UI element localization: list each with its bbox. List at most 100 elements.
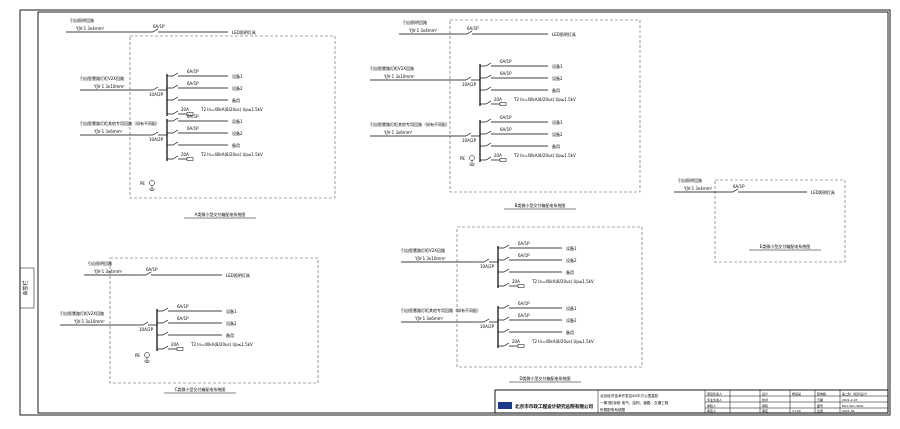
branch-load: 设备1: [232, 118, 243, 124]
pe-label: PE: [140, 181, 145, 186]
breaker-contact: [485, 142, 492, 147]
tb-cell-3: 审定人: [707, 408, 716, 413]
tb-cell-11: 比例: [817, 408, 823, 413]
breaker-contact: [162, 331, 169, 336]
tb-cell-9: 日期: [817, 397, 823, 402]
breaker-contact: [485, 156, 492, 161]
spd-icon: [499, 102, 507, 106]
enclosure-boundary: [449, 19, 641, 193]
diagram-title: D类微小型交付箱配电系统图: [519, 375, 570, 381]
branch-load: 备用: [566, 269, 574, 275]
project-line-1: 北京经济技术开发区80平方公里高阶: [600, 393, 659, 398]
feeder-label: 引自照明回路: [678, 177, 702, 183]
branch-load: 备用: [552, 143, 560, 149]
breaker-contact: [503, 268, 510, 273]
tb-cell-7: 审定: [762, 408, 768, 413]
spd-spec: T2 In=40kA(8/20us) Up≤1.5kV: [531, 279, 594, 284]
tb-value-1: 第二阶（初步设计）: [842, 391, 869, 396]
breaker-contact: [162, 319, 169, 324]
tb-value-5: 2021-04: [842, 409, 855, 413]
breaker-contact: [162, 345, 169, 350]
branch-breaker: 6A/1P: [500, 59, 512, 64]
tb-cell-5: 校对: [762, 397, 768, 402]
feeder-load: LED照明灯具: [552, 31, 576, 37]
tb-cell-10: 图号: [817, 403, 823, 408]
branch-load: 设备1: [232, 73, 243, 79]
branch-breaker: 6A/1P: [187, 81, 199, 86]
branch-load: 设备1: [226, 308, 237, 314]
branch-load: 备用: [232, 142, 240, 148]
main-breaker: 10A/2P: [149, 92, 164, 97]
spd-spec: T2 In=40kA(8/20us) Up≤1.5kV: [190, 342, 253, 347]
spd-spec: T2 In=40kA(8/20us) Up≤1.5kV: [200, 152, 263, 157]
branch-breaker: 6A/1P: [500, 127, 512, 132]
branch-breaker: 6A/1P: [518, 313, 530, 318]
pe-terminal-icon: [149, 180, 155, 186]
spd-spec: T2 In=40kA(8/20us) Up≤1.5kV: [200, 107, 263, 112]
breaker-contact: [485, 100, 492, 105]
branch-load: 设备2: [232, 130, 243, 136]
outer-frame: [19, 9, 891, 416]
breaker-contact: [172, 110, 179, 115]
spd-spec: T2 In=40kA(8/20us) Up≤1.5kV: [513, 97, 576, 102]
project-line-2: 一期 图(标段 电气、结构、道路、交通工程: [600, 400, 669, 405]
pe-terminal-icon: [144, 352, 150, 358]
feeder-cable: YJV-1 3x4mm²: [93, 269, 123, 274]
branch-breaker: 6A/1P: [187, 114, 199, 119]
breaker-contact: [172, 84, 179, 89]
tb-cell-6: 审核: [762, 403, 768, 408]
breaker-contact: [172, 129, 179, 134]
side-tab-label: 会签栏: [22, 280, 29, 295]
breaker-contact: [172, 155, 179, 160]
diagram-title: A类微小型交付箱配电系统图: [195, 211, 246, 217]
spd-breaker: 20A: [181, 107, 189, 112]
breaker-contact: [483, 258, 490, 263]
branch-load: 备用: [552, 87, 560, 93]
branch-load: 设备2: [552, 131, 563, 137]
breaker-contact: [485, 130, 492, 135]
breaker-contact: [162, 307, 169, 312]
group-cable: YJV-1 3x10mm²: [93, 84, 125, 89]
branch-breaker: 6A/1P: [500, 71, 512, 76]
title-block: 北京市市政工程设计研究总院有限公司 北京经济技术开发区80平方公里高阶 一期 图…: [494, 389, 889, 414]
tb-value-2: 2021-2-07: [842, 398, 858, 402]
branch-load: 备用: [232, 97, 240, 103]
branch-breaker: 6A/1P: [518, 301, 530, 306]
breaker-contact: [465, 132, 472, 137]
spd-breaker: 20A: [181, 152, 189, 157]
main-breaker: 10A/2P: [462, 138, 477, 143]
tb-value-4: 1:100: [792, 409, 801, 413]
breaker-contact: [172, 141, 179, 146]
breaker-contact: [485, 62, 492, 67]
breaker-contact: [172, 72, 179, 77]
enclosure-boundary: [714, 179, 846, 263]
feeder-cable: YJV-1 3x4mm²: [408, 28, 438, 33]
breaker-contact: [485, 74, 492, 79]
title-block-frame: [494, 389, 889, 414]
enclosure-boundary: [109, 257, 319, 384]
spd-spec: T2 In=40kA(8/20us) Up≤1.5kV: [531, 339, 594, 344]
main-breaker: 10A/2P: [462, 82, 477, 87]
tb-cell-0: 项目负责人: [707, 391, 722, 396]
breaker-contact: [152, 28, 159, 33]
tb-cell-8: 配电箱: [817, 391, 826, 396]
breaker-contact: [503, 342, 510, 347]
branch-load: 设备1: [566, 245, 577, 251]
side-tab-box: [19, 267, 35, 309]
breaker-contact: [172, 117, 179, 122]
group-cable: YJV-1 3x6mm²: [383, 130, 413, 135]
breaker-contact: [503, 316, 510, 321]
group-label: 引自智慧路灯柜其他专用回路（如有不同配）: [370, 121, 450, 127]
pe-label: PE: [460, 156, 465, 161]
main-breaker: 10A/2P: [139, 327, 154, 332]
feeder-breaker: 6A/1P: [153, 24, 165, 29]
branch-load: 设备1: [552, 119, 563, 125]
spd-breaker: 20A: [494, 97, 502, 102]
feeder-breaker: 6A/1P: [146, 267, 158, 272]
feeder-cable: YJV-1 3x4mm²: [683, 186, 713, 191]
branch-load: 备用: [566, 329, 574, 335]
branch-load: 设备2: [552, 75, 563, 81]
